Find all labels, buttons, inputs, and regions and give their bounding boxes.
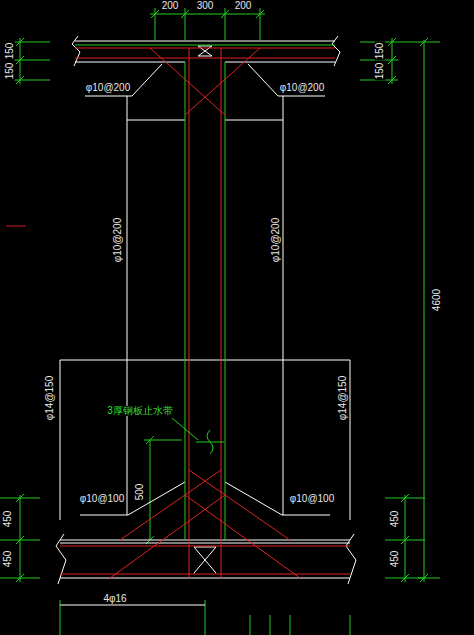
dimension: 150: [375, 42, 385, 61]
waterstop-callout: 3厚钢板止水带: [106, 406, 174, 416]
dimension: 200: [161, 1, 180, 11]
rebar: [60, 48, 350, 578]
rebar-label: φ10@100: [289, 494, 335, 504]
dimension: 300: [196, 1, 215, 11]
dimension: 150: [5, 62, 15, 81]
rebar-label: φ10@200: [113, 217, 123, 263]
dimension: 450: [390, 550, 400, 569]
rebar-label: φ10@200: [279, 83, 325, 93]
dimension: 450: [390, 510, 400, 529]
wall-face: [75, 45, 335, 540]
dimension: 4600: [432, 288, 442, 312]
rebar-label: φ10@200: [85, 83, 131, 93]
tick-marks: [16, 10, 428, 582]
rebar-label: 4φ16: [102, 594, 127, 604]
dimension: 450: [3, 550, 13, 569]
rebar-label: φ14@150: [45, 375, 55, 421]
dimension: 450: [3, 510, 13, 529]
dimension: 150: [5, 42, 15, 61]
concrete-outline: [56, 36, 356, 605]
dimension: 500: [135, 483, 145, 502]
dimension: 150: [375, 62, 385, 81]
dimension: 200: [234, 1, 253, 11]
rebar-label: φ10@200: [271, 217, 281, 263]
dimension-line: [0, 8, 440, 635]
rebar-label: φ10@100: [79, 494, 125, 504]
rebar-label: φ14@150: [338, 375, 348, 421]
waterstop-leader: [172, 418, 224, 454]
